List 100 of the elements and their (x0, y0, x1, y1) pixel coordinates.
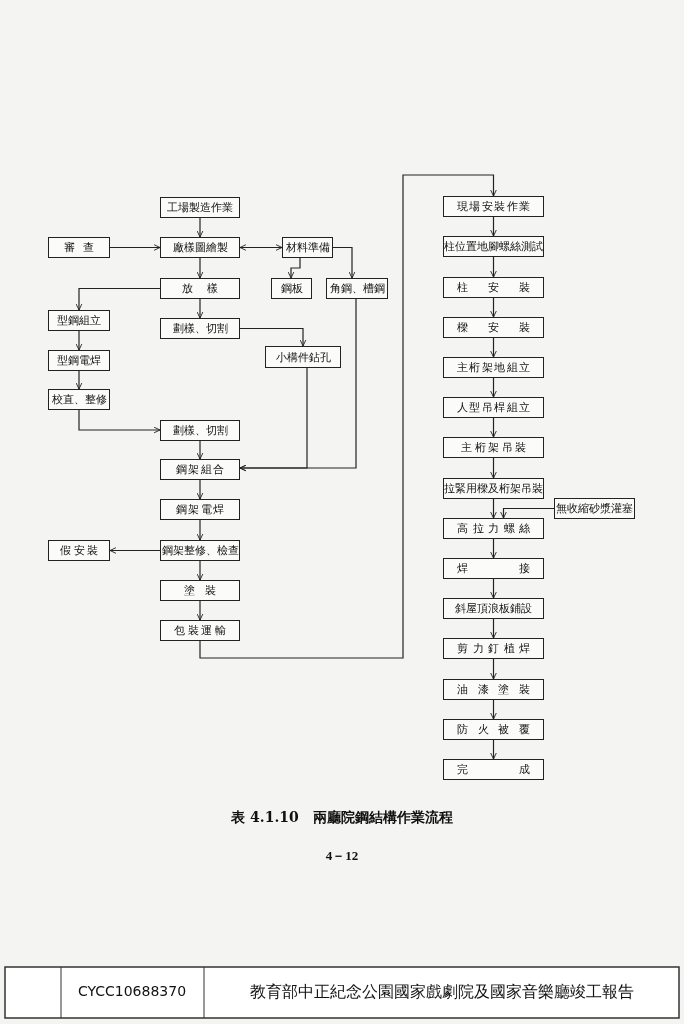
process-box (160, 540, 240, 561)
page-number: 4－12 (324, 847, 360, 865)
arrow (490, 216, 497, 237)
process-box (48, 237, 110, 258)
step-label: 完成 (457, 764, 530, 775)
step-label: 油漆塗裝 (457, 684, 530, 695)
step-label: 高拉力螺絲 (457, 523, 530, 534)
process-box (443, 196, 544, 217)
arrow (109, 547, 161, 554)
process-box (160, 620, 240, 641)
step-label: 角鋼、槽鋼 (329, 283, 385, 294)
step-label: 審查 (64, 242, 94, 253)
arrow (490, 658, 497, 680)
document-code: CYCC10688370 (76, 983, 188, 999)
step-label: 劃樣、切割 (172, 323, 228, 334)
process-box (271, 278, 312, 299)
step-label: 型鋼組立 (57, 315, 101, 326)
process-box (443, 437, 544, 458)
process-box (48, 350, 110, 371)
step-label: 材料準備 (285, 242, 330, 253)
step-label: 放樣 (182, 283, 218, 294)
process-box (160, 459, 240, 480)
arrow (490, 337, 497, 358)
figure-caption: 表 4.1.10 兩廳院鋼結構作業流程 (230, 809, 454, 827)
process-box (160, 237, 240, 258)
arrow (196, 298, 204, 319)
process-box (443, 558, 544, 579)
arrow (500, 507, 555, 519)
process-box (443, 518, 544, 539)
arrow (490, 256, 497, 278)
arrow (490, 297, 497, 318)
arrow (199, 174, 497, 659)
process-box (48, 310, 110, 331)
step-label: 焊接 (457, 563, 530, 574)
process-box (443, 598, 544, 619)
process-box (282, 237, 333, 258)
arrow (196, 440, 204, 460)
process-box (48, 540, 110, 561)
step-label: 假安裝 (60, 545, 98, 556)
step-label: 斜屋頂浪板鋪設 (455, 603, 532, 614)
arrow (490, 457, 497, 479)
arrow (239, 327, 307, 347)
step-label: 塗裝 (184, 585, 216, 596)
step-label: 鋼架整修、檢查 (161, 545, 239, 556)
arrow (239, 298, 357, 472)
process-box (265, 346, 341, 368)
arrow (490, 417, 497, 438)
process-box (443, 397, 544, 418)
arrow (196, 217, 204, 238)
step-label: 人型吊桿組立 (457, 402, 530, 413)
process-box (160, 580, 240, 601)
arrow (490, 618, 497, 639)
process-box (160, 499, 240, 520)
step-label: 鋼架組合 (176, 464, 224, 475)
process-box (443, 277, 544, 298)
process-box (443, 317, 544, 338)
process-box (160, 420, 240, 441)
arrow (490, 538, 497, 559)
arrow (75, 370, 83, 390)
arrow (490, 578, 497, 599)
process-box (443, 759, 544, 780)
arrow (490, 498, 497, 519)
step-label: 劃樣、切割 (172, 425, 228, 436)
step-label: 鋼架電焊 (176, 504, 224, 515)
arrow (78, 409, 161, 434)
step-label: 工場製造作業 (167, 202, 233, 213)
step-label: 型鋼電焊 (57, 355, 101, 366)
step-label: 柱位置地腳螺絲測試 (444, 241, 543, 252)
process-box (443, 719, 544, 740)
step-label: 主桁架吊裝 (461, 442, 526, 453)
process-box (160, 318, 240, 339)
step-label: 現場安裝作業 (457, 201, 530, 212)
process-box (160, 278, 240, 299)
process-box (326, 278, 388, 299)
arrow (287, 257, 301, 279)
report-title: 教育部中正紀念公園國家戲劇院及國家音樂廳竣工報告 (249, 982, 635, 1003)
process-box (443, 638, 544, 659)
arrow (490, 377, 497, 398)
process-box (48, 389, 110, 410)
step-label: 樑安裝 (457, 322, 530, 333)
arrow (109, 244, 161, 251)
step-label: 校直、整修 (51, 394, 107, 405)
step-label: 主桁架地組立 (457, 362, 530, 373)
step-label: 鋼板 (280, 283, 303, 294)
step-label: 廠樣圖繪製 (172, 242, 228, 253)
process-box (443, 236, 544, 257)
process-box (443, 357, 544, 378)
step-label: 防火被覆 (457, 724, 530, 735)
process-box (160, 197, 240, 218)
arrow (332, 246, 356, 279)
step-label: 柱安裝 (457, 282, 530, 293)
step-label: 包裝運輸 (174, 625, 226, 636)
arrow (490, 699, 497, 720)
arrow (490, 739, 497, 760)
step-label: 無收縮砂漿灌塞 (556, 503, 633, 514)
step-label: 剪力釘植焊 (457, 643, 530, 654)
arrow (75, 287, 161, 311)
arrow (239, 244, 283, 251)
step-label: 小構件鉆孔 (275, 351, 331, 363)
process-box (554, 498, 635, 519)
